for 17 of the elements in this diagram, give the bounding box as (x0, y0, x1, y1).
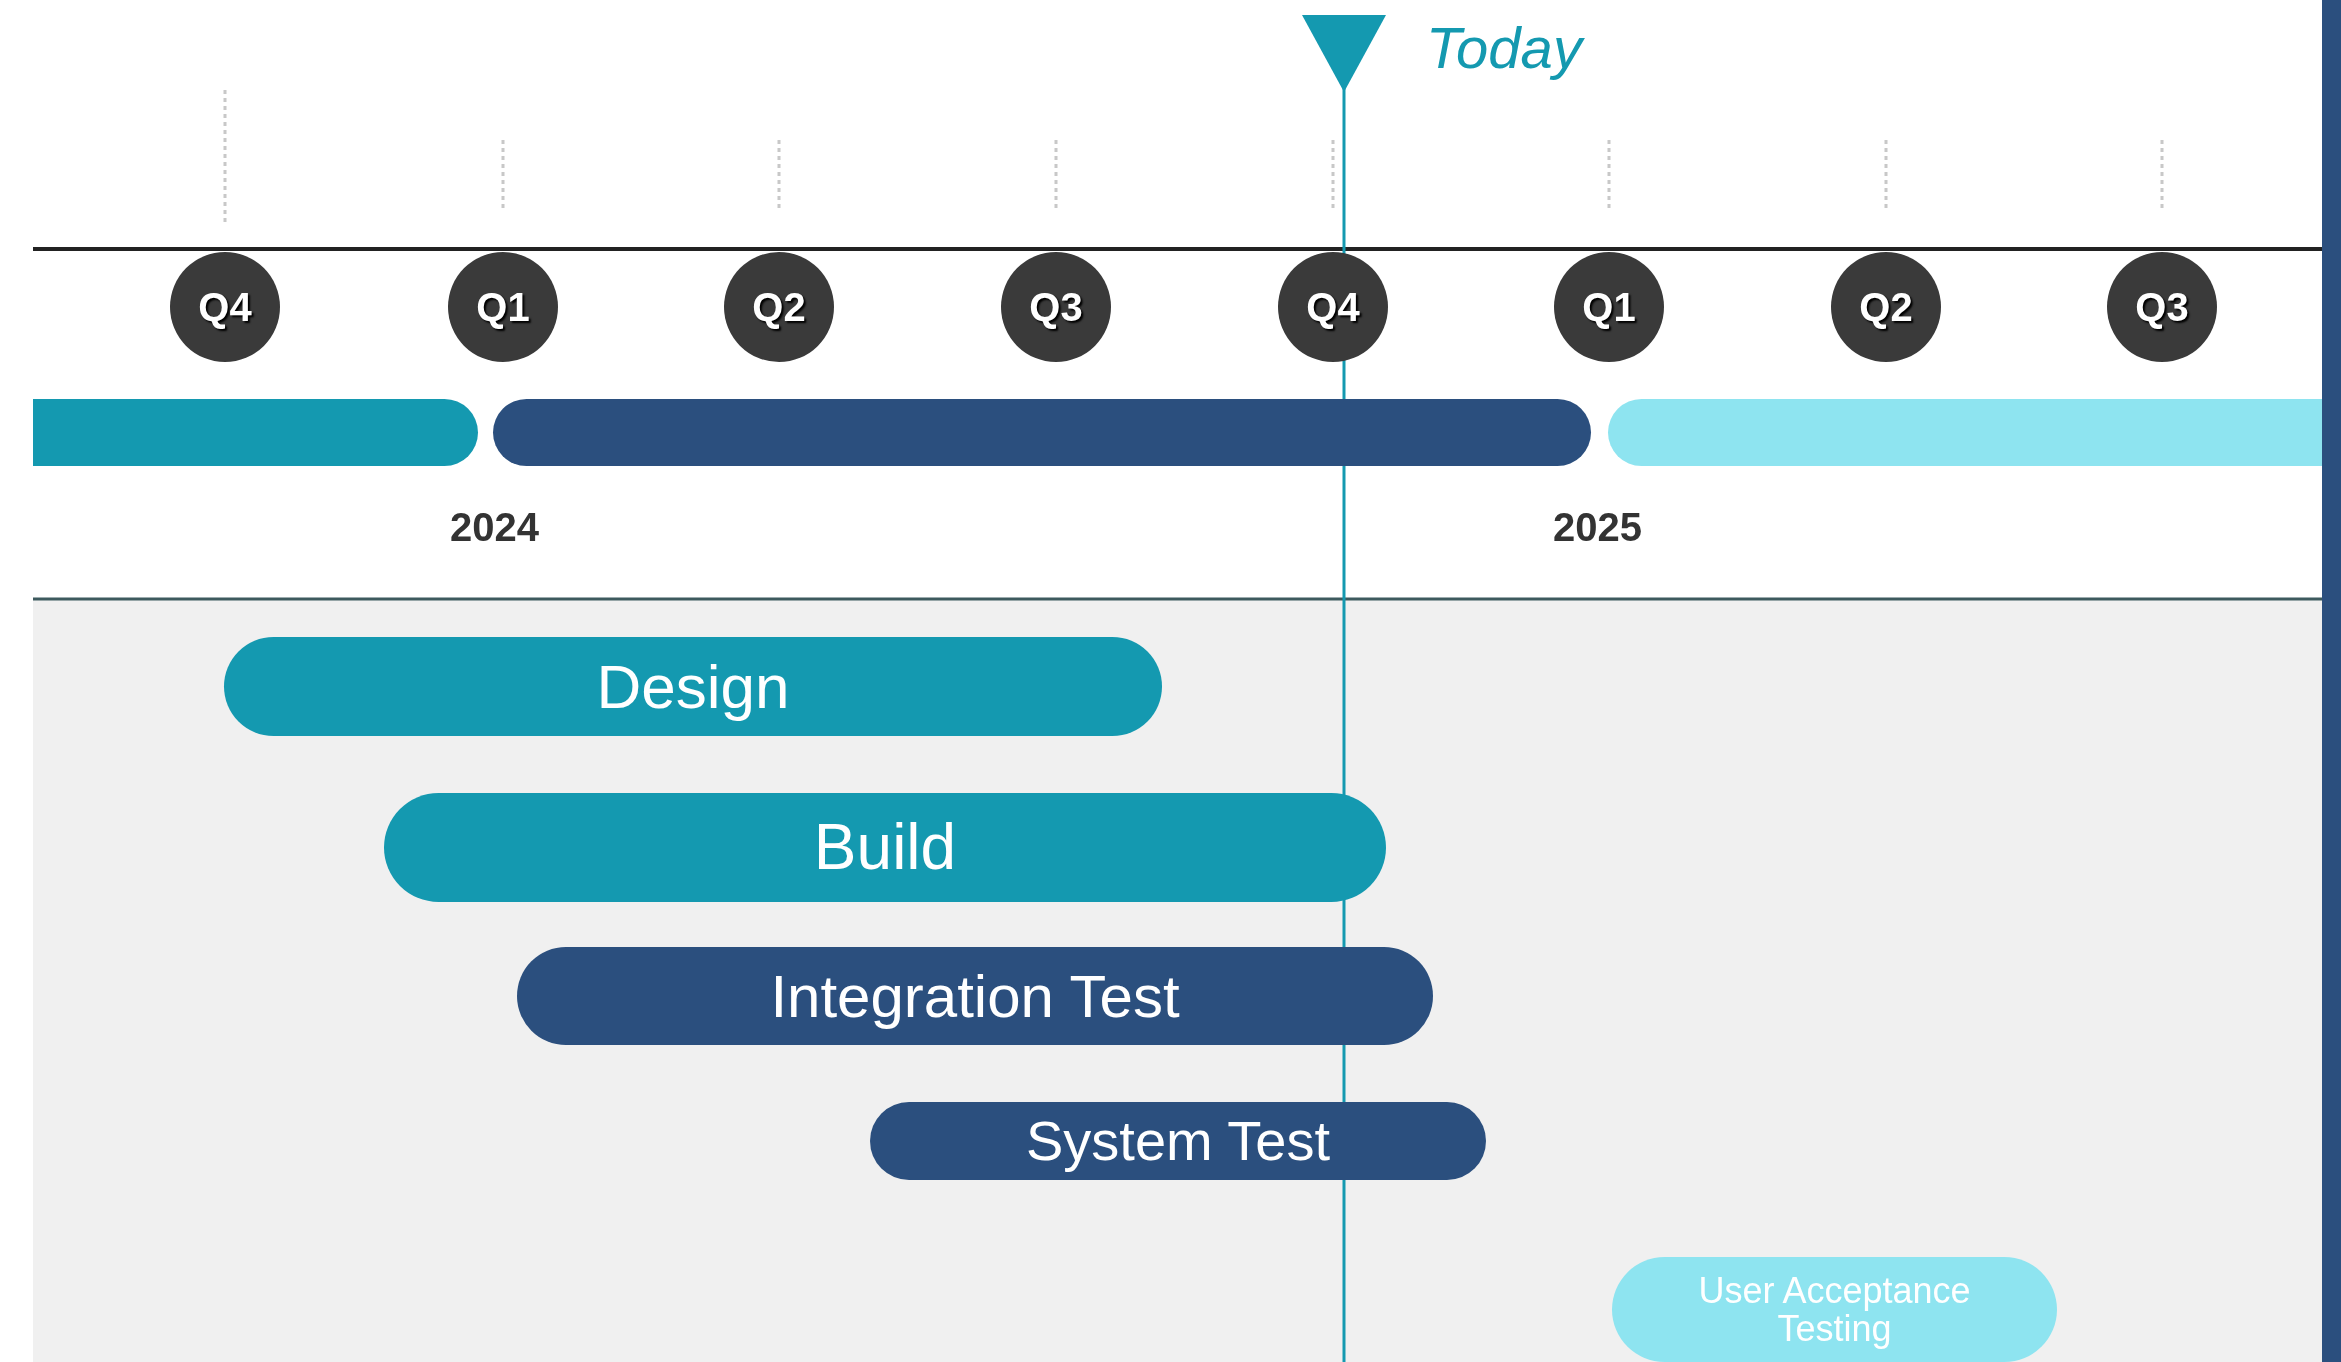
quarter-label: Q4 (1306, 286, 1360, 328)
quarter-label: Q3 (1029, 286, 1083, 328)
task-label: User Acceptance Testing (1697, 1271, 1972, 1348)
task-label: Build (813, 813, 957, 882)
task-label: Integration Test (770, 964, 1180, 1028)
quarter-label: Q1 (1582, 286, 1636, 328)
task-label: Design (596, 653, 790, 720)
quarter-label: Q3 (2135, 286, 2189, 328)
quarter-label: Q2 (1859, 286, 1913, 328)
year-label: 2024 (450, 505, 539, 550)
year-bar (33, 399, 478, 466)
task-label: System Test (1026, 1111, 1330, 1171)
year-bar (1608, 399, 2322, 466)
quarter-label: Q2 (752, 286, 806, 328)
year-label: 2025 (1553, 505, 1642, 550)
quarter-label: Q1 (476, 286, 530, 328)
quarter-label: Q4 (198, 286, 252, 328)
